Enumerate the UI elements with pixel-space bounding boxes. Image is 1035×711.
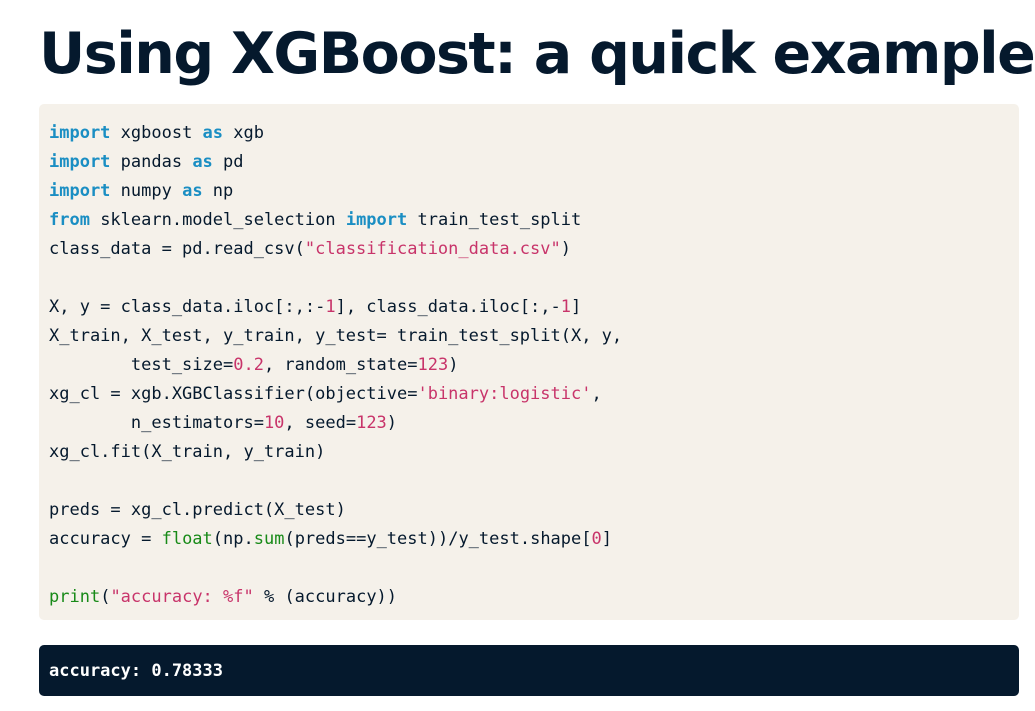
code-token: ) xyxy=(386,413,398,433)
code-token: , seed= xyxy=(284,413,357,433)
code-line xyxy=(49,554,1019,583)
code-token: (preds==y_test))/y_test.shape[ xyxy=(284,529,592,549)
code-line: xg_cl = xgb.XGBClassifier(objective='bin… xyxy=(49,380,1019,409)
code-line: import numpy as np xyxy=(49,177,1019,206)
code-token: , xyxy=(591,384,602,404)
code-token: as xyxy=(202,123,224,143)
code-token: as xyxy=(192,152,213,172)
code-token: as xyxy=(182,181,203,201)
code-token: import xyxy=(345,210,408,230)
code-line: X_train, X_test, y_train, y_test= train_… xyxy=(49,322,1019,351)
code-token: float xyxy=(161,529,213,549)
code-token: "accuracy: %f" xyxy=(110,587,254,607)
code-token: xgboost xyxy=(110,123,203,143)
code-line: n_estimators=10, seed=123) xyxy=(49,409,1019,438)
code-line: X, y = class_data.iloc[:,:-1], class_dat… xyxy=(49,293,1019,322)
code-token: train_test_split xyxy=(407,210,582,230)
code-token: print xyxy=(49,587,101,607)
code-token: sum xyxy=(253,529,285,549)
code-token: "classification_data.csv" xyxy=(304,239,561,259)
code-line: class_data = pd.read_csv("classification… xyxy=(49,235,1019,264)
code-token: xg_cl = xgb.XGBClassifier(objective= xyxy=(49,384,418,404)
code-token: ] xyxy=(601,529,612,549)
code-token: xgb xyxy=(223,123,264,143)
code-token: ) xyxy=(448,355,459,375)
code-token: class_data = pd.read_csv( xyxy=(49,239,305,259)
code-line: test_size=0.2, random_state=123) xyxy=(49,351,1019,380)
code-token: preds = xg_cl.predict(X_test) xyxy=(49,500,346,520)
code-token: ], class_data.iloc[:,- xyxy=(335,297,561,317)
code-token: (np. xyxy=(212,529,254,549)
code-token: ] xyxy=(571,297,582,317)
slide-title: Using XGBoost: a quick example xyxy=(39,21,1035,87)
code-token: numpy xyxy=(110,181,183,201)
code-token: xg_cl.fit(X_train, y_train) xyxy=(49,442,326,462)
code-line: preds = xg_cl.predict(X_test) xyxy=(49,496,1019,525)
code-line: xg_cl.fit(X_train, y_train) xyxy=(49,438,1019,467)
output-block: accuracy: 0.78333 xyxy=(39,645,1019,696)
code-line xyxy=(49,264,1019,293)
code-line: from sklearn.model_selection import trai… xyxy=(49,206,1019,235)
code-token: , random_state= xyxy=(263,355,418,375)
code-token: 0 xyxy=(591,529,602,549)
code-line xyxy=(49,467,1019,496)
code-token: 0.2 xyxy=(233,355,264,375)
code-token: 'binary:logistic' xyxy=(417,384,592,404)
code-line: import xgboost as xgb xyxy=(49,119,1019,148)
code-token: from xyxy=(49,210,90,230)
code-token: 10 xyxy=(263,413,285,433)
code-line: print("accuracy: %f" % (accuracy)) xyxy=(49,583,1019,612)
code-token: import xyxy=(49,152,111,172)
code-token: % (accuracy)) xyxy=(253,587,398,607)
code-token: pandas xyxy=(110,152,193,172)
code-token: import xyxy=(49,181,111,201)
code-token: n_estimators= xyxy=(49,413,264,433)
code-token: sklearn.model_selection xyxy=(89,210,346,230)
code-token: np xyxy=(202,181,234,201)
code-line: accuracy = float(np.sum(preds==y_test))/… xyxy=(49,525,1019,554)
code-token: 123 xyxy=(417,355,449,375)
code-token: pd xyxy=(212,152,244,172)
code-token: accuracy = xyxy=(49,529,162,549)
code-token: 1 xyxy=(560,297,572,317)
code-token: import xyxy=(49,123,111,143)
code-token: test_size= xyxy=(49,355,234,375)
code-token: X, y = class_data.iloc[:,:- xyxy=(49,297,326,317)
code-token: ) xyxy=(560,239,571,259)
code-token: X_train, X_test, y_train, y_test= train_… xyxy=(49,326,623,346)
code-token: ( xyxy=(100,587,111,607)
code-token: 1 xyxy=(325,297,336,317)
code-line: import pandas as pd xyxy=(49,148,1019,177)
output-text: accuracy: 0.78333 xyxy=(49,660,223,681)
code-token: 123 xyxy=(356,413,387,433)
